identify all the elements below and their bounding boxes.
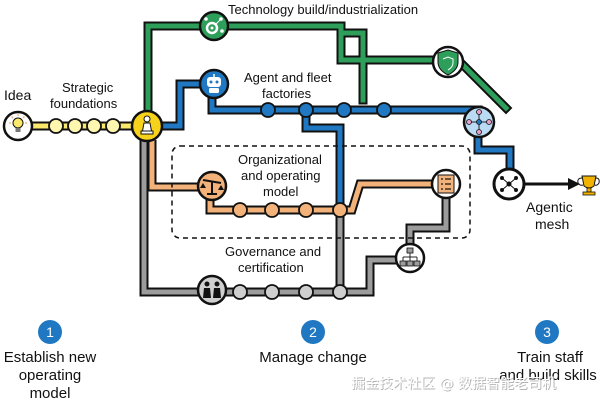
robot-icon [198, 68, 230, 100]
step-2: 2 Manage change [259, 320, 367, 366]
technology-label: Technology build/industrialization [228, 2, 418, 17]
org-stations [232, 202, 348, 218]
step-1-line3: model [30, 385, 71, 402]
strategic-stations [48, 118, 121, 134]
org-line-fill [149, 140, 446, 213]
strategic-label-line1: Strategic [62, 80, 114, 95]
lightbulb-icon [2, 110, 34, 142]
org-chart-icon [394, 242, 426, 274]
org-label-line3: model [263, 184, 299, 199]
scales-icon [196, 170, 228, 202]
step-3-badge [535, 320, 559, 344]
step-3-line1: Train staff [517, 349, 584, 366]
mesh-label-line2: mesh [535, 216, 569, 232]
idea-label: Idea [4, 87, 31, 103]
checklist-icon [430, 168, 462, 200]
watermark: 掘金技术社区 @ 数据智能老司机 掘金技术社区 @ 数据智能老司机 [351, 376, 557, 393]
agentic-mesh-icon [492, 167, 526, 201]
step-2-badge [301, 320, 325, 344]
step-2-number: 2 [309, 324, 317, 340]
step-1-badge [38, 320, 62, 344]
trophy-icon [577, 175, 600, 196]
governance-label-line2: certification [238, 260, 304, 275]
agent-label-line1: Agent and fleet [244, 70, 332, 85]
watermark-shadow: 掘金技术社区 @ 数据智能老司机 [352, 377, 557, 393]
governance-stations [232, 284, 348, 300]
network-icon [462, 105, 496, 139]
chess-pawn-icon [130, 109, 164, 143]
mesh-arrow [522, 178, 580, 190]
watermark-text: 掘金技术社区 @ 数据智能老司机 [351, 376, 556, 392]
step-3-line2: and build skills [499, 367, 597, 384]
step-1: 1 Establish new operating model [4, 320, 97, 402]
agent-line-fill [157, 81, 513, 207]
organizational-scope-box [171, 145, 471, 239]
shield-icon [431, 45, 465, 79]
agent-stations [260, 102, 392, 118]
org-label-line2: and operating [241, 168, 321, 183]
step-1-number: 1 [46, 324, 54, 340]
mesh-label-line1: Agentic [526, 199, 573, 215]
step-1-line1: Establish new [4, 349, 97, 366]
strategic-label-line2: foundations [50, 96, 118, 111]
gear-network-icon [198, 10, 230, 42]
agent-label-line2: factories [262, 86, 312, 101]
step-3: 3 Train staff and build skills [499, 320, 597, 384]
org-label-line1: Organizational [238, 152, 322, 167]
governance-label-line1: Governance and [225, 244, 321, 259]
people-icon [196, 274, 228, 306]
step-1-line2: operating [19, 367, 82, 384]
step-3-number: 3 [543, 324, 551, 340]
step-2-line1: Manage change [259, 349, 367, 366]
